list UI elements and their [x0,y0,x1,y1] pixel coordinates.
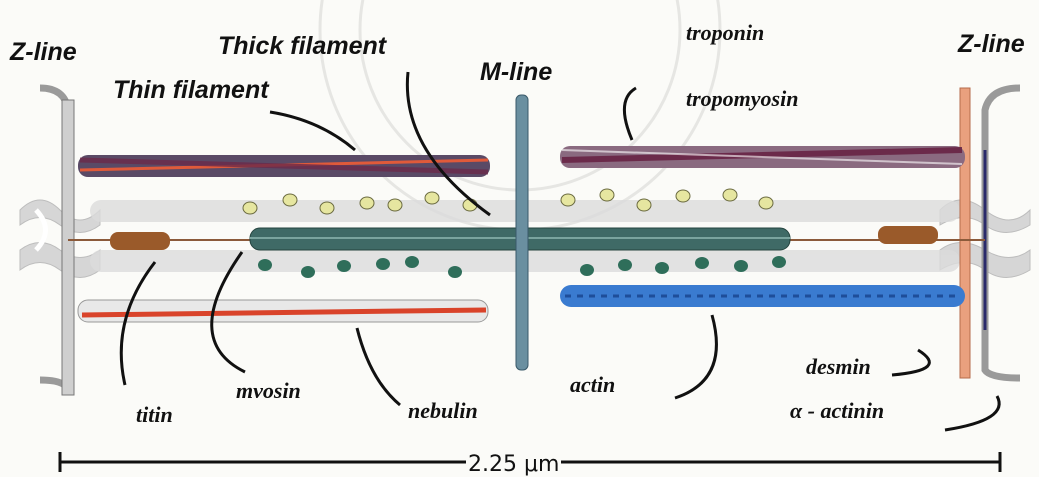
m-line [516,95,528,370]
z-line-right [960,88,1020,378]
z-line-left [36,88,74,395]
titin-label: titin [136,402,173,428]
thin-filament-upper-left [78,155,490,177]
alpha-actinin-label: α - actinin [790,398,884,424]
z-line-left-label: Z-line [10,38,77,67]
thick-filament-label: Thick filament [218,32,386,61]
m-line-label: M-line [480,58,552,87]
thin-filament-lower-right [560,285,965,307]
actin-label: actin [570,372,615,398]
thin-filament-label: Thin filament [113,76,269,105]
troponin-label: troponin [686,20,764,46]
tropomyosin-label: tropomyosin [686,86,798,112]
myosin-label: mvosin [236,378,301,404]
thin-filament-upper-right [560,146,965,168]
nebulin-label: nebulin [408,398,478,424]
z-line-right-label: Z-line [958,30,1025,59]
thin-filament-lower-left [78,300,488,322]
desmin-label: desmin [806,354,871,380]
scale-bar-label: 2.25 μm [466,452,561,477]
